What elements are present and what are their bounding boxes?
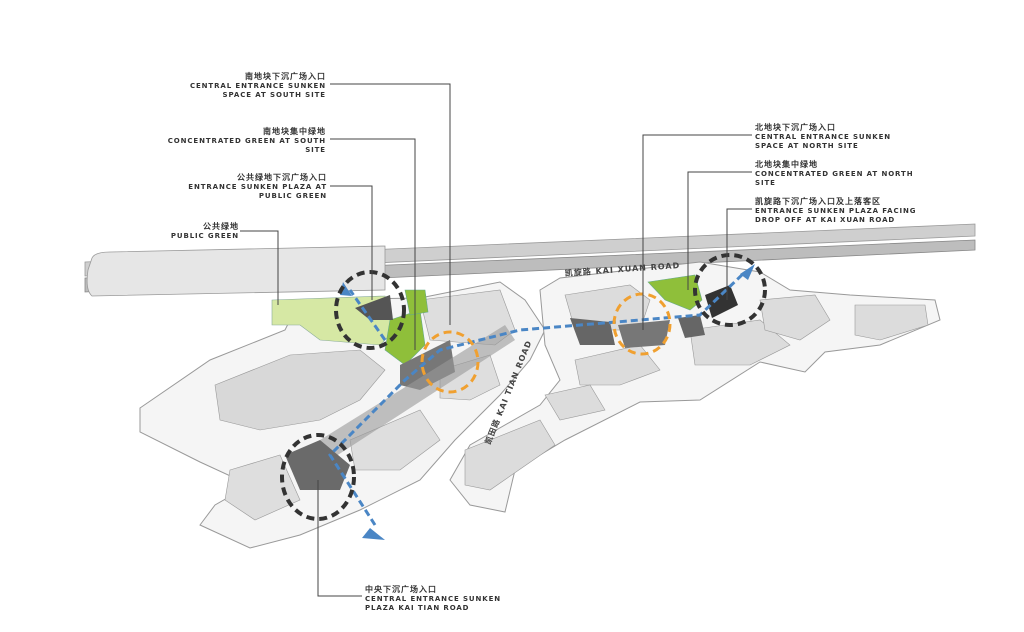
building-block bbox=[214, 349, 386, 431]
building-block bbox=[759, 294, 831, 341]
rail-corridor bbox=[84, 223, 976, 297]
label-kai-xuan-plaza: 凯旋路下沉广场入口及上落客区 ENTRANCE SUNKEN PLAZA FAC… bbox=[755, 197, 916, 226]
label-en: CONCENTRATED GREEN AT SOUTH SITE bbox=[167, 136, 326, 155]
south-site bbox=[139, 281, 546, 549]
building-block bbox=[689, 319, 791, 366]
label-zh: 北地块下沉广场入口 bbox=[755, 123, 836, 132]
leader-lines bbox=[240, 83, 752, 597]
label-zh: 公共绿地 bbox=[203, 222, 239, 231]
label-en: CENTRAL ENTRANCE SUNKEN SPACE AT SOUTH S… bbox=[189, 81, 326, 100]
building-block bbox=[464, 419, 556, 491]
building-block bbox=[224, 454, 301, 521]
south-green-area bbox=[404, 289, 429, 316]
north-site bbox=[449, 261, 941, 513]
central-sunken-plaza bbox=[285, 440, 350, 490]
sunken-space bbox=[355, 295, 393, 320]
label-zh: 凯旋路下沉广场入口及上落客区 bbox=[755, 197, 881, 206]
label-public-green-plaza: 公共绿地下沉广场入口 ENTRANCE SUNKEN PLAZA AT PUBL… bbox=[188, 173, 327, 202]
arrow-head-icon bbox=[740, 264, 755, 280]
sunken-corridor bbox=[320, 325, 515, 460]
building-block bbox=[854, 304, 929, 341]
kai-xuan-sunken-plaza bbox=[705, 285, 738, 318]
station-canopy bbox=[86, 245, 386, 297]
label-central-kai-tian: 中央下沉广场入口 CENTRAL ENTRANCE SUNKEN PLAZA K… bbox=[365, 585, 501, 614]
pedestrian-flow-arrows bbox=[328, 270, 747, 526]
label-zh: 北地块集中绿地 bbox=[755, 160, 818, 169]
label-en: CONCENTRATED GREEN AT NORTH SITE bbox=[755, 169, 914, 188]
label-zh: 公共绿地下沉广场入口 bbox=[237, 173, 327, 182]
label-en: PUBLIC GREEN bbox=[170, 231, 239, 240]
label-north-sunken: 北地块下沉广场入口 CENTRAL ENTRANCE SUNKEN SPACE … bbox=[755, 123, 891, 152]
label-zh: 中央下沉广场入口 bbox=[365, 585, 437, 594]
sunken-space bbox=[678, 315, 705, 338]
label-zh: 南地块下沉广场入口 bbox=[245, 72, 326, 81]
label-zh: 南地块集中绿地 bbox=[263, 127, 326, 136]
building-block bbox=[349, 409, 441, 471]
label-en: ENTRANCE SUNKEN PLAZA AT PUBLIC GREEN bbox=[188, 182, 327, 201]
label-south-sunken: 南地块下沉广场入口 CENTRAL ENTRANCE SUNKEN SPACE … bbox=[190, 72, 326, 101]
building-block bbox=[544, 384, 606, 421]
label-public-green: 公共绿地 PUBLIC GREEN bbox=[171, 222, 239, 241]
arrow-head-icon bbox=[340, 282, 352, 296]
highlight-circles bbox=[280, 253, 767, 521]
label-en: CENTRAL ENTRANCE SUNKEN PLAZA KAI TIAN R… bbox=[365, 594, 502, 613]
arrow-head-icon bbox=[362, 528, 385, 540]
label-south-green: 南地块集中绿地 CONCENTRATED GREEN AT SOUTH SITE bbox=[168, 127, 326, 156]
label-en: CENTRAL ENTRANCE SUNKEN SPACE AT NORTH S… bbox=[755, 132, 892, 151]
label-en: ENTRANCE SUNKEN PLAZA FACING DROP OFF AT… bbox=[755, 206, 917, 225]
north-sunken-space bbox=[618, 320, 670, 348]
label-north-green: 北地块集中绿地 CONCENTRATED GREEN AT NORTH SITE bbox=[755, 160, 913, 189]
